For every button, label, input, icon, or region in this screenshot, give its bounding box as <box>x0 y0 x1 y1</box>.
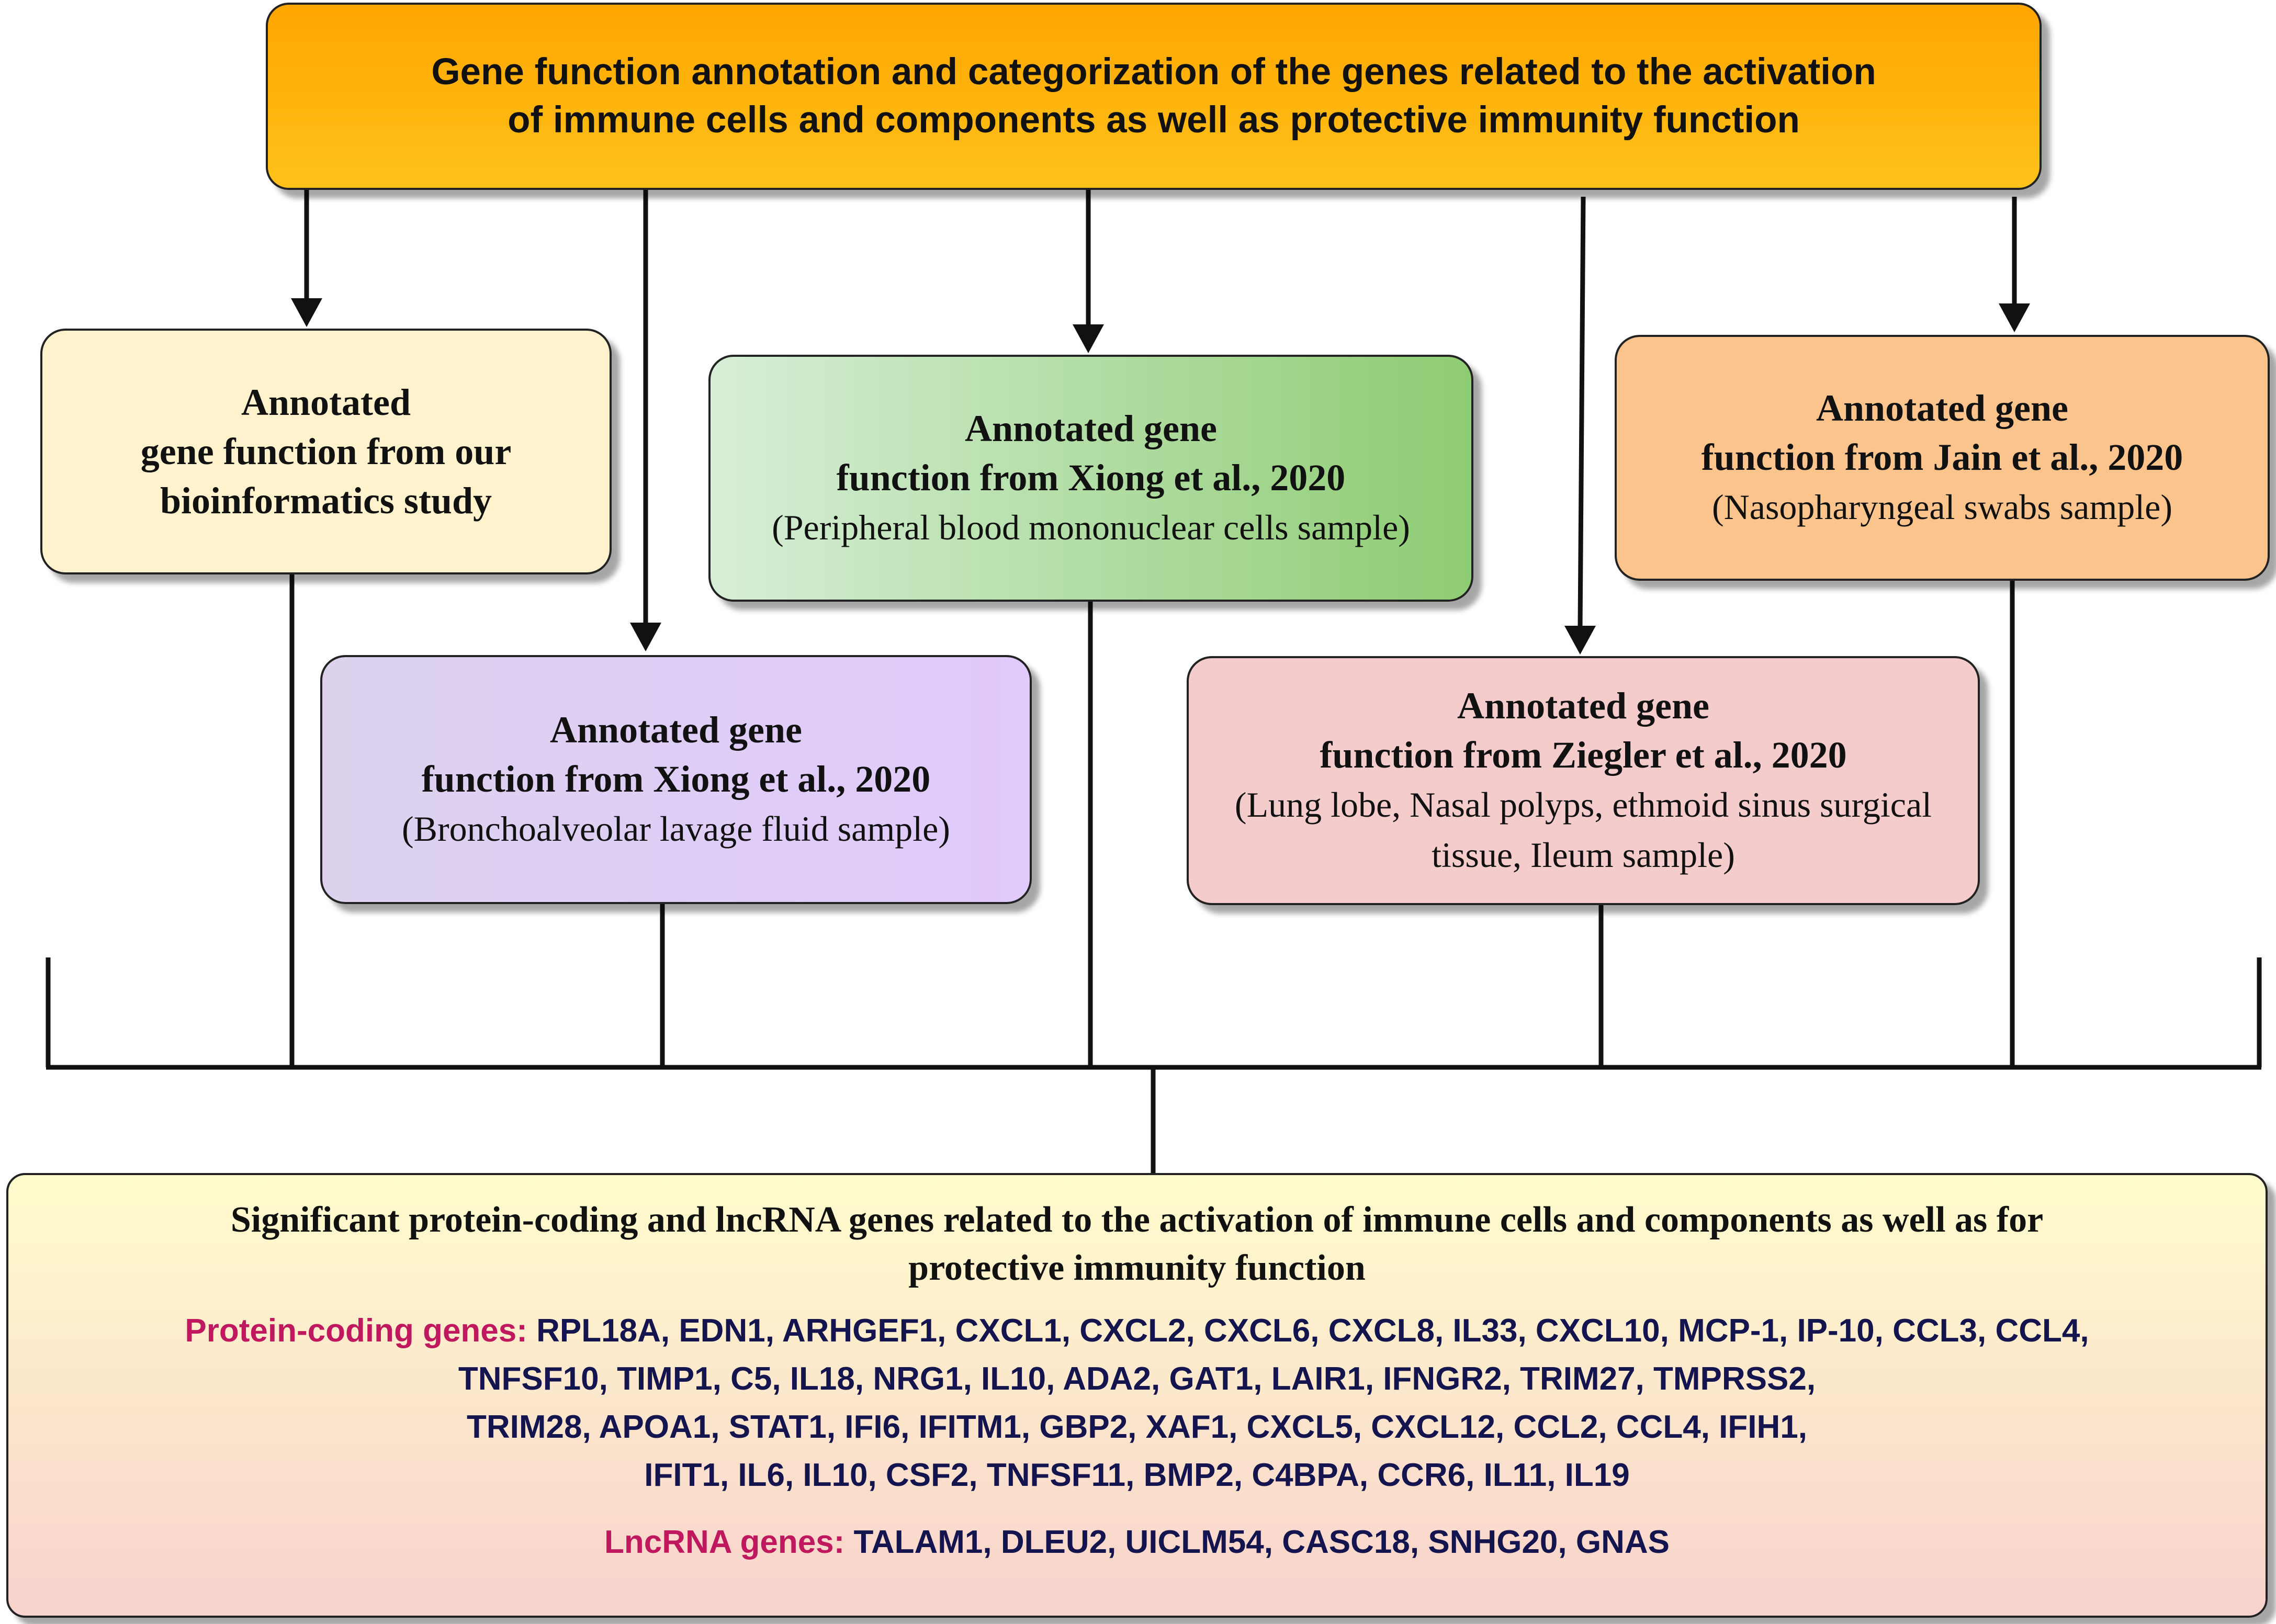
box-ziegler-line1: Annotated gene <box>1457 685 1709 727</box>
box-our-study: Annotated gene function from our bioinfo… <box>40 329 612 574</box>
box-xiong-pbmc-line1: Annotated gene <box>965 408 1217 449</box>
box-ziegler-line2: function from Ziegler et al., 2020 <box>1320 734 1847 776</box>
protein-coding-line1: Protein-coding genes: RPL18A, EDN1, ARHG… <box>185 1307 2089 1355</box>
protein-coding-genes-3: TRIM28, APOA1, STAT1, IFI6, IFITM1, GBP2… <box>467 1409 1807 1445</box>
arrowhead-xiong-pbmc <box>1073 324 1104 353</box>
box-xiong-pbmc-sample: (Peripheral blood mononuclear cells samp… <box>772 508 1410 547</box>
box-ziegler-sample-line1: (Lung lobe, Nasal polyps, ethmoid sinus … <box>1234 785 1932 825</box>
box-xiong-pbmc-line2: function from Xiong et al., 2020 <box>836 457 1346 499</box>
box-jain-line2: function from Jain et al., 2020 <box>1701 436 2183 478</box>
top-header-box: Gene function annotation and categorizat… <box>266 3 2042 190</box>
protein-coding-genes-block: Protein-coding genes: RPL18A, EDN1, ARHG… <box>185 1307 2089 1499</box>
arrowhead-ours <box>291 298 322 327</box>
lncrna-genes-block: LncRNA genes: TALAM1, DLEU2, UICLM54, CA… <box>604 1518 1670 1566</box>
top-title-line1: Gene function annotation and categorizat… <box>431 51 1876 93</box>
box-xiong-balf-line1: Annotated gene <box>550 709 802 751</box>
arrowhead-xiong-balf <box>630 623 661 651</box>
box-xiong-balf-line2: function from Xiong et al., 2020 <box>421 758 931 800</box>
box-xiong-balf-sample: (Bronchoalveolar lavage fluid sample) <box>402 809 950 849</box>
box-our-study-line2: gene function from our <box>140 431 512 472</box>
lncrna-label: LncRNA genes: <box>604 1524 845 1560</box>
protein-coding-genes-2: TNFSF10, TIMP1, C5, IL18, NRG1, IL10, AD… <box>458 1361 1816 1397</box>
bottom-title-line2: protective immunity function <box>908 1248 1366 1288</box>
protein-coding-genes-4: IFIT1, IL6, IL10, CSF2, TNFSF11, BMP2, C… <box>644 1457 1630 1493</box>
box-jain: Annotated gene function from Jain et al.… <box>1615 335 2270 581</box>
protein-coding-genes-1: RPL18A, EDN1, ARHGEF1, CXCL1, CXCL2, CXC… <box>536 1313 2089 1349</box>
box-ziegler-sample-line2: tissue, Ileum sample) <box>1432 835 1735 875</box>
arrow-to-ziegler <box>1578 196 1586 628</box>
lncrna-genes: TALAM1, DLEU2, UICLM54, CASC18, SNHG20, … <box>853 1524 1670 1560</box>
box-our-study-line3: bioinformatics study <box>160 480 492 522</box>
box-xiong-pbmc: Annotated gene function from Xiong et al… <box>708 355 1473 602</box>
bottom-result-box: Significant protein-coding and lncRNA ge… <box>6 1173 2268 1618</box>
arrowhead-ziegler <box>1564 626 1596 655</box>
box-our-study-line1: Annotated <box>241 381 411 423</box>
top-title-line2: of immune cells and components as well a… <box>508 99 1800 141</box>
bottom-title-line1: Significant protein-coding and lncRNA ge… <box>230 1200 2044 1240</box>
box-jain-sample: (Nasopharyngeal swabs sample) <box>1712 487 2172 527</box>
box-ziegler: Annotated gene function from Ziegler et … <box>1187 656 1980 905</box>
box-xiong-balf: Annotated gene function from Xiong et al… <box>320 655 1032 904</box>
protein-coding-label: Protein-coding genes: <box>185 1313 527 1349</box>
box-jain-line1: Annotated gene <box>1816 387 2068 429</box>
arrowhead-jain <box>1999 303 2030 332</box>
